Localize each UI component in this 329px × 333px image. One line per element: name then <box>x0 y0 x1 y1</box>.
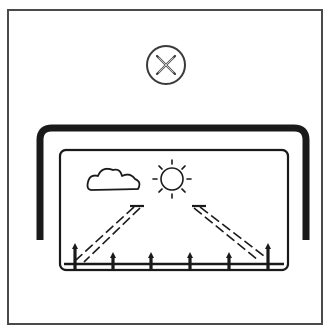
illustration-svg <box>0 0 329 333</box>
illustration <box>0 0 329 333</box>
